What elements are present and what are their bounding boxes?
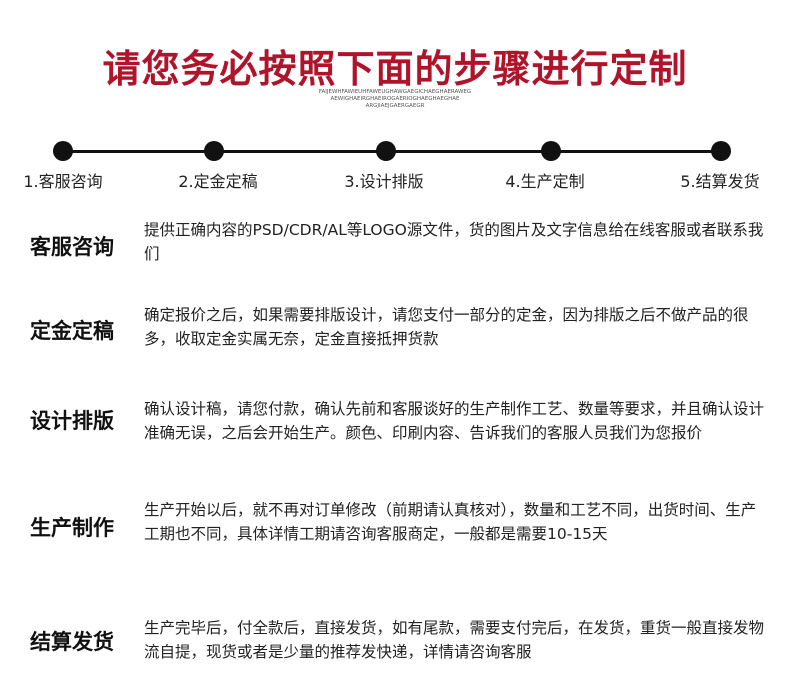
step-label-1: 1.客服咨询 (23, 172, 103, 191)
step-label-3: 3.设计排版 (344, 172, 424, 191)
section-heading: 生产制作 (30, 516, 114, 540)
subtitle-line: AEWIGHAEIRGHAEIROGAERIOGHAEGHAEGHAE (330, 96, 460, 102)
section-text: 确认设计稿，请您付款，确认先前和客服谈好的生产制作工艺、数量等要求，并且确认设计… (144, 400, 765, 442)
step-label-4: 4.生产定制 (505, 172, 585, 191)
step-dot-1 (53, 141, 73, 161)
page-title: 请您务必按照下面的步骤进行定制 (102, 47, 688, 91)
step-label-2: 2.定金定稿 (178, 172, 258, 191)
section-text: 生产完毕后，付全款后，直接发货，如有尾款，需要支付完后，在发货，重货一般直接发物… (144, 619, 765, 661)
step-label-5: 5.结算发货 (680, 172, 760, 191)
section-heading: 定金定稿 (30, 319, 114, 343)
section-heading: 客服咨询 (30, 235, 114, 259)
section-text: 确定报价之后，如果需要排版设计，请您支付一部分的定金，因为排版之后不做产品的很多… (144, 306, 749, 348)
step-dot-5 (711, 141, 731, 161)
section-text: 生产开始以后，就不再对订单修改（前期请认真核对），数量和工艺不同，出货时间、生产… (144, 501, 757, 543)
subtitle-line: FAIJEWHFAWIEUHFAWEUGHAWGAEGICHAEGHAERAWE… (318, 89, 472, 95)
step-dot-4 (541, 141, 561, 161)
section-heading: 设计排版 (30, 409, 114, 433)
step-dot-3 (376, 141, 396, 161)
subtitle-line: ARGJIAEJGAERGAEGR (365, 103, 425, 109)
step-dot-2 (204, 141, 224, 161)
section-text: 提供正确内容的PSD/CDR/AL等LOGO源文件，货的图片及文字信息给在线客服… (144, 221, 764, 263)
section-heading: 结算发货 (30, 630, 114, 654)
page-subtitle: FAIJEWHFAWIEUHFAWEUGHAWGAEGICHAEGHAERAWE… (0, 89, 790, 110)
